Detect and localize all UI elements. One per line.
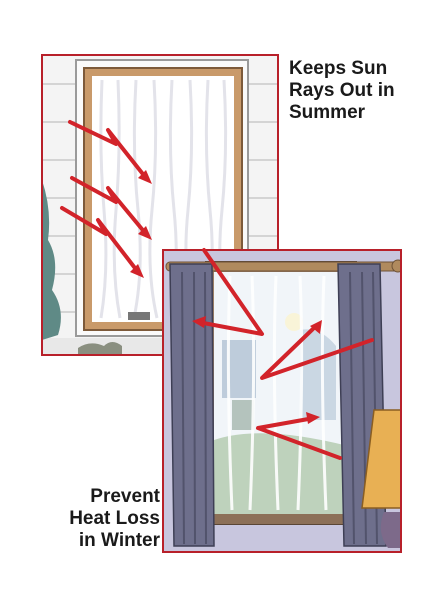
left-drape <box>169 263 215 547</box>
winter-panel-border <box>162 249 402 553</box>
summer-arrows <box>60 120 148 274</box>
caption-summer-line3: Summer <box>289 102 366 123</box>
caption-winter-line3: in Winter <box>78 530 160 551</box>
caption-summer-line2: Rays Out in <box>289 80 395 101</box>
caption-summer: Keeps Sun Rays Out in Summer <box>289 58 439 124</box>
caption-summer-line1: Keeps Sun <box>289 58 388 79</box>
caption-winter-line2: Heat Loss <box>69 508 160 529</box>
caption-winter: Prevent Heat Loss in Winter <box>36 486 160 552</box>
summer-panel-border <box>41 54 279 356</box>
shrub <box>42 180 61 340</box>
winter-panel <box>163 250 401 552</box>
caption-winter-line1: Prevent <box>90 486 160 507</box>
winter-arrows <box>196 248 374 460</box>
lamp-shade <box>361 409 401 509</box>
